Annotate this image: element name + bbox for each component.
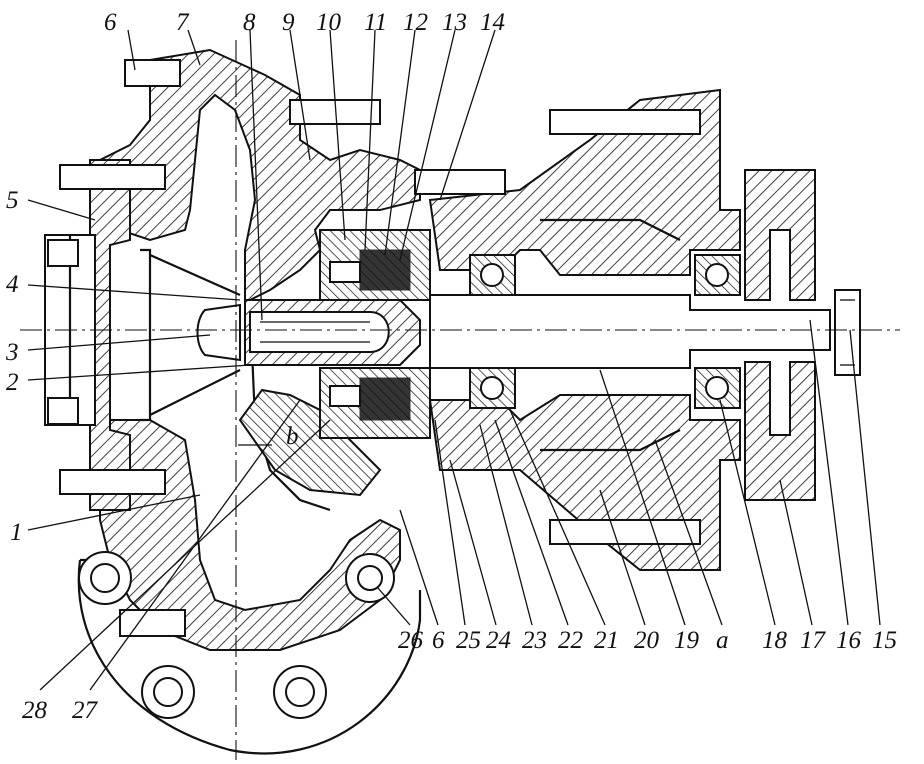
- callout-25: 25: [456, 627, 481, 654]
- callout-4: 4: [6, 271, 19, 298]
- coupling: [744, 169, 861, 501]
- callout-23: 23: [522, 627, 547, 654]
- callout-a: a: [716, 627, 729, 654]
- callout-14: 14: [480, 9, 505, 36]
- center-lines: [20, 40, 900, 760]
- callout-1: 1: [10, 519, 23, 546]
- callout-18: 18: [762, 627, 788, 654]
- callout-5: 5: [6, 187, 19, 214]
- callout-12: 12: [403, 9, 428, 36]
- callout-9: 9: [282, 9, 295, 36]
- callout-28: 28: [22, 697, 48, 724]
- leader-lines: [27, 29, 881, 691]
- callout-3: 3: [5, 339, 19, 366]
- callout-11: 11: [364, 9, 387, 36]
- callout-7: 7: [176, 9, 190, 36]
- callout-13: 13: [442, 9, 467, 36]
- callout-19: 19: [674, 627, 700, 654]
- callout-2: 2: [6, 369, 19, 396]
- flange-nuts: [78, 551, 395, 719]
- callout-10: 10: [316, 9, 342, 36]
- callout-6-top: 6: [104, 9, 117, 36]
- shaft: [196, 294, 831, 369]
- callout-b: b: [286, 423, 299, 450]
- callout-labels: 6 7 8 9 10 11 12 13 14 5 4 3 2 1 28 27 b…: [5, 9, 897, 724]
- callout-16: 16: [836, 627, 862, 654]
- callout-22: 22: [558, 627, 583, 654]
- bolts: [47, 59, 701, 637]
- callout-24: 24: [486, 627, 511, 654]
- mechanical-seal: [319, 229, 431, 439]
- callout-15: 15: [872, 627, 897, 654]
- callout-17: 17: [800, 627, 827, 654]
- callout-21: 21: [594, 627, 619, 654]
- bearings: [469, 254, 741, 409]
- callout-6-bottom: 6: [432, 627, 445, 654]
- callout-27: 27: [72, 697, 99, 724]
- callout-26: 26: [398, 627, 424, 654]
- callout-8: 8: [243, 9, 256, 36]
- callout-20: 20: [634, 627, 660, 654]
